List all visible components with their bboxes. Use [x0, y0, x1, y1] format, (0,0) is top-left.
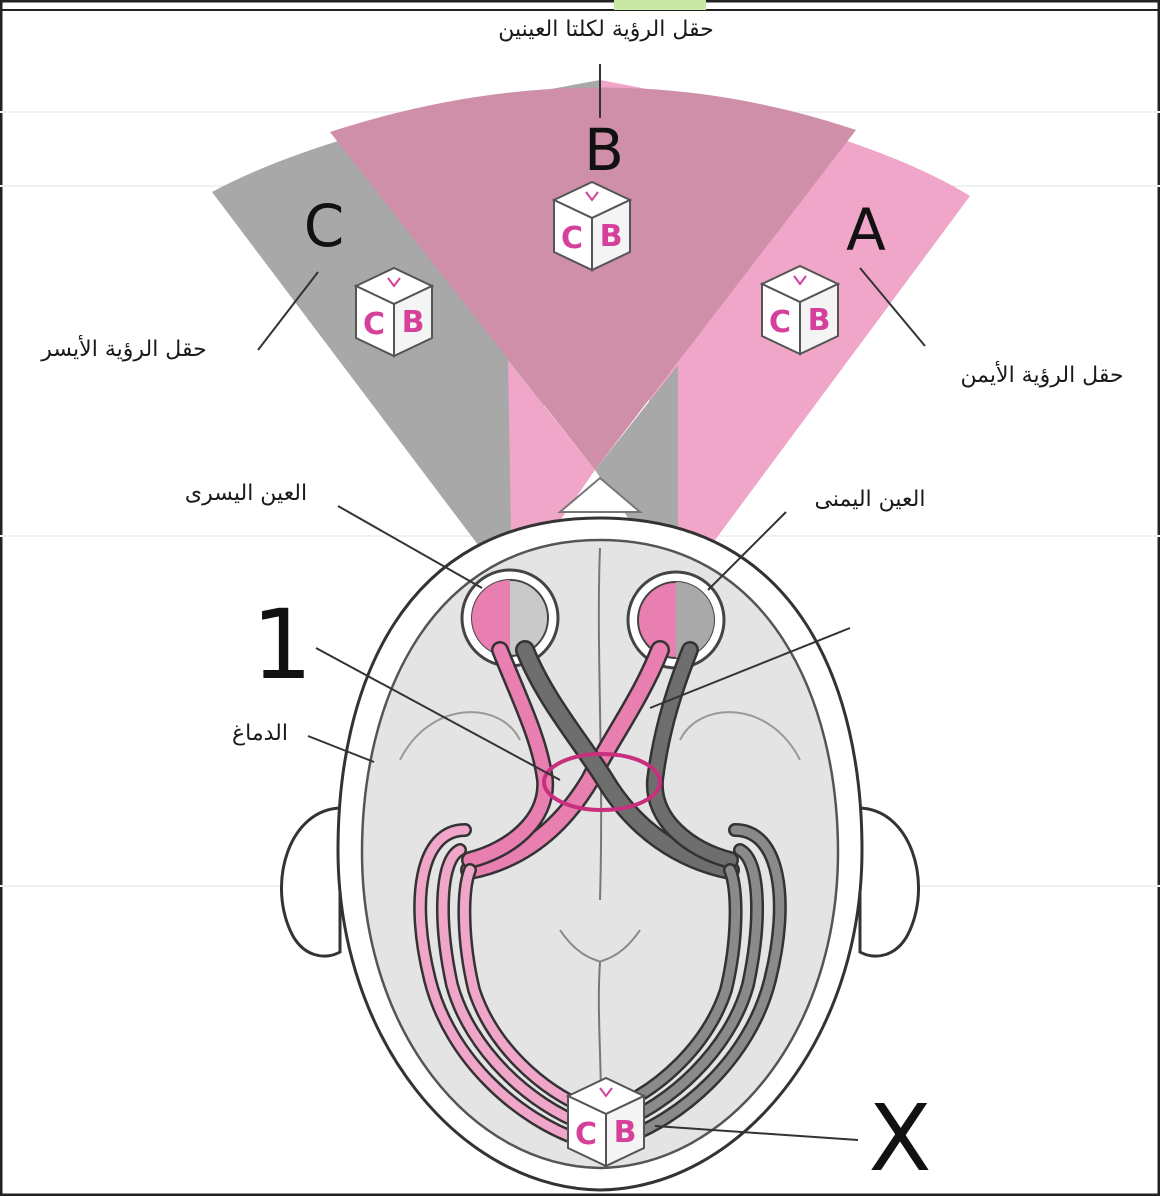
- cube-label-b: B: [600, 219, 623, 254]
- label-binocular-field: حقل الرؤية لكلتا العينين: [498, 17, 713, 42]
- right-eye: [628, 572, 724, 668]
- cube-label-b: B: [402, 305, 425, 340]
- cube-label-c: C: [561, 221, 583, 256]
- cube-label-c: C: [363, 307, 385, 342]
- label-right-eye: العين اليمنى: [815, 487, 926, 512]
- label-brain: الدماغ: [232, 721, 288, 746]
- cube-label-c: C: [769, 305, 791, 340]
- cube-label-b: B: [808, 303, 831, 338]
- cube-label-b: B: [614, 1115, 637, 1150]
- label-a: A: [846, 196, 886, 264]
- cube-binocular: C B: [554, 182, 630, 270]
- left-ear: [281, 808, 340, 956]
- right-ear: [860, 808, 919, 956]
- cube-right-field: C B: [762, 266, 838, 354]
- cube-visual-cortex: C B: [568, 1078, 644, 1166]
- label-x: X: [868, 1085, 931, 1192]
- label-left-eye: العين اليسرى: [185, 481, 307, 506]
- label-c: C: [304, 192, 345, 260]
- label-left-field: حقل الرؤية الأيسر: [40, 335, 206, 362]
- label-b: B: [584, 116, 624, 184]
- label-right-field: حقل الرؤية الأيمن: [960, 361, 1123, 388]
- cube-label-c: C: [575, 1117, 597, 1152]
- cube-left-field: C B: [356, 268, 432, 356]
- label-1: 1: [251, 589, 312, 701]
